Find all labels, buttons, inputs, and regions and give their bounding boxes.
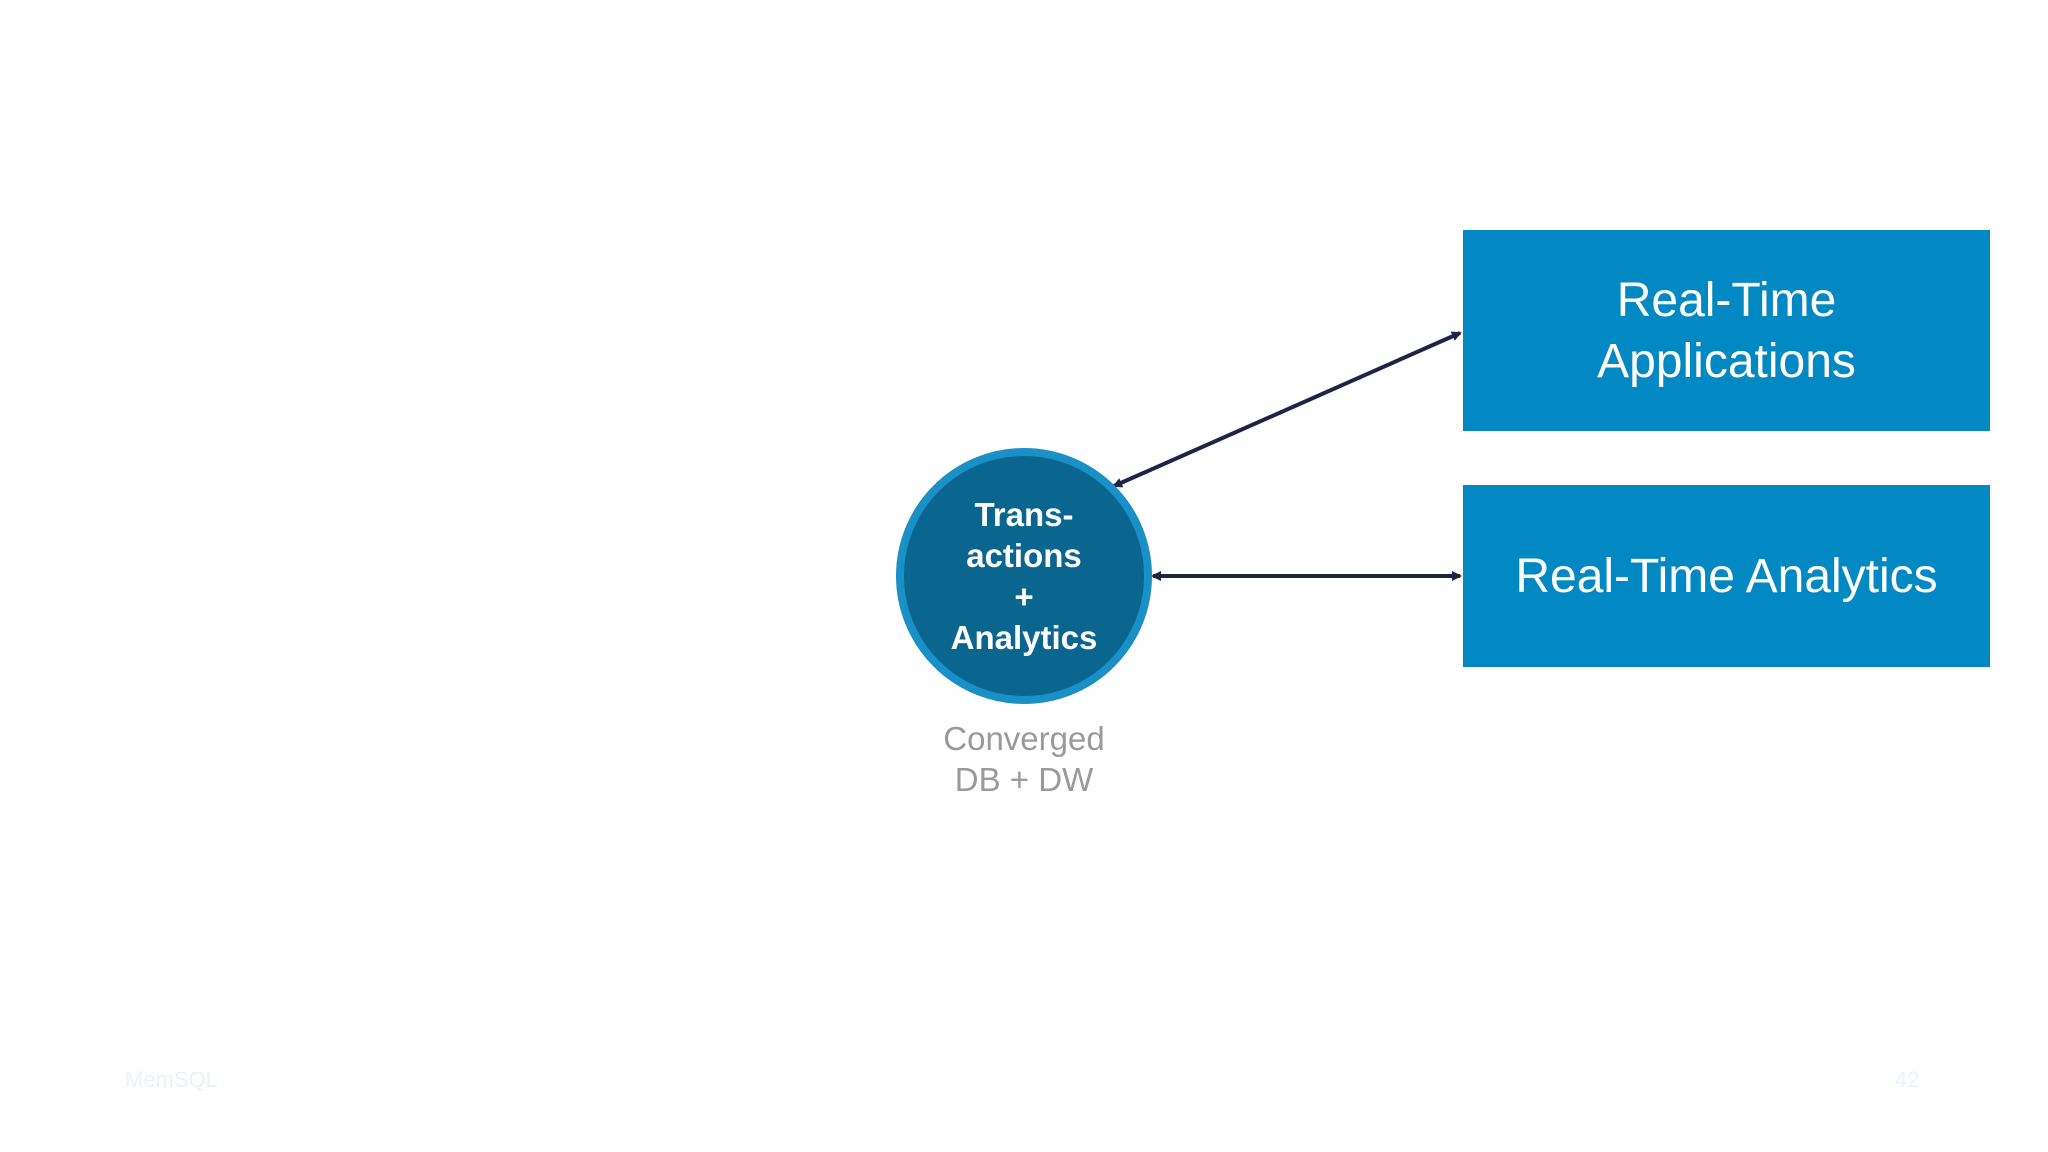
hub-line-2: actions <box>966 537 1082 574</box>
hub-line-4: Analytics <box>950 619 1098 656</box>
footer-page-number: 42 <box>1895 1067 1920 1092</box>
hub-caption-line-2: DB + DW <box>954 761 1094 798</box>
real-time-applications-line-2: Applications <box>1597 334 1856 388</box>
arrow-hub-to-applications <box>1112 331 1462 488</box>
hub-line-1: Trans- <box>974 496 1074 533</box>
real-time-applications-box: Real-Time Applications <box>1463 230 1990 431</box>
hub-caption-line-1: Converged <box>943 720 1105 757</box>
footer-brand: MemSQL <box>125 1067 218 1092</box>
transactions-analytics-hub: Trans- actions + Analytics <box>896 448 1152 704</box>
real-time-applications-line-1: Real-Time <box>1616 273 1837 327</box>
real-time-analytics-label: Real-Time Analytics <box>1515 549 1938 603</box>
hub-line-3: + <box>1014 578 1034 615</box>
hub-caption: Converged DB + DW <box>884 718 1164 800</box>
real-time-analytics-box: Real-Time Analytics <box>1463 485 1990 667</box>
